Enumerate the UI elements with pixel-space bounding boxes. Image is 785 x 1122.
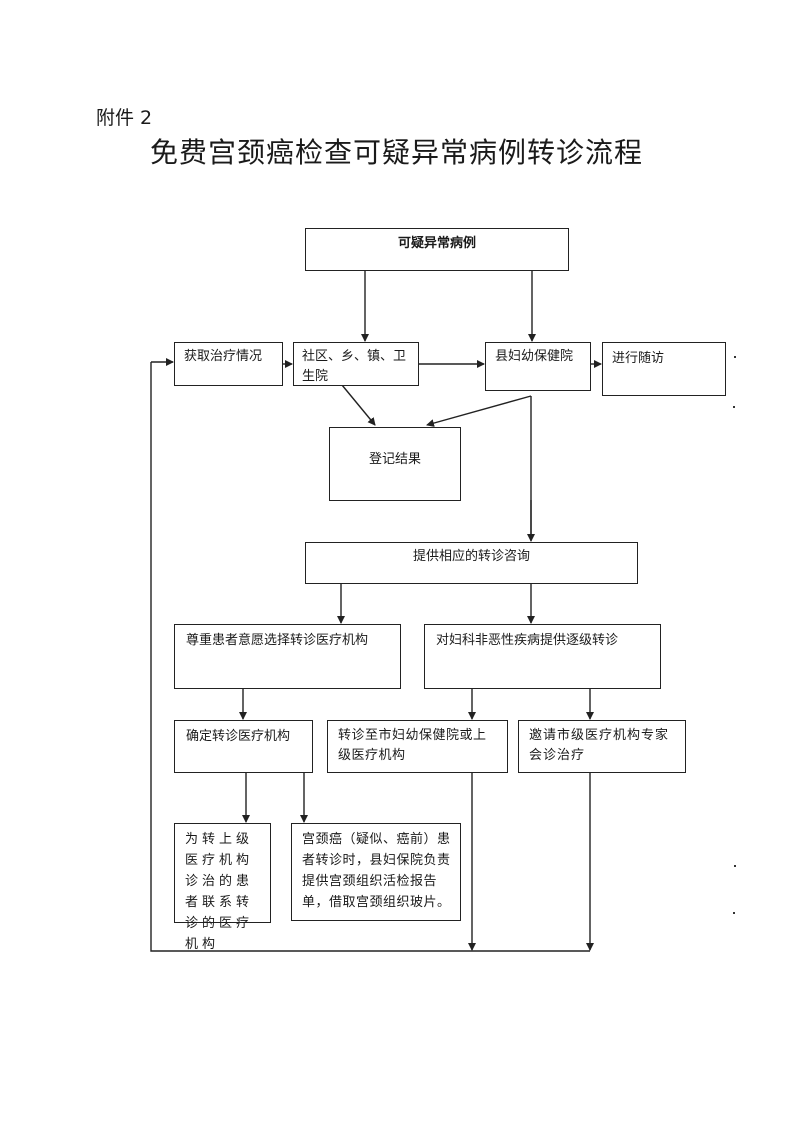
arrow-county-to-register xyxy=(426,395,532,427)
arrow-community-to-register xyxy=(341,384,376,426)
node-cancer-note: 宫颈癌（疑似、癌前）患者转诊时，县妇保院负责提供宫颈组织活检报告单，借取宫颈组织… xyxy=(291,823,461,921)
node-label: 确定转诊医疗机构 xyxy=(186,729,291,744)
node-label: 邀请市级医疗机构专家会诊治疗 xyxy=(529,728,670,763)
node-contact-institution: 为转上级医疗机构诊治的患者联系转诊的医疗机构 xyxy=(174,823,271,952)
attachment-label: 附件 2 xyxy=(96,107,153,129)
node-label: 获取治疗情况 xyxy=(184,349,263,364)
node-suspicious-case: 可疑异常病例 xyxy=(305,228,569,271)
node-label: 社区、乡、镇、卫生院 xyxy=(302,349,407,384)
node-invite-expert: 邀请市级医疗机构专家会诊治疗 xyxy=(518,720,686,773)
node-label: 进行随访 xyxy=(612,351,665,366)
scan-speck xyxy=(734,356,736,358)
node-label: 可疑异常病例 xyxy=(397,236,476,251)
node-get-treatment: 获取治疗情况 xyxy=(174,342,283,386)
node-label: 登记结果 xyxy=(368,452,421,467)
node-label: 宫颈癌（疑似、癌前）患者转诊时，县妇保院负责提供宫颈组织活检报告单，借取宫颈组织… xyxy=(302,832,451,910)
scan-speck xyxy=(734,865,736,867)
scan-speck xyxy=(733,912,735,914)
node-register-result: 登记结果 xyxy=(329,427,461,501)
node-label: 尊重患者意愿选择转诊医疗机构 xyxy=(186,633,369,648)
node-stepwise-referral: 对妇科非恶性疾病提供逐级转诊 xyxy=(424,624,661,689)
node-transfer-city: 转诊至市妇幼保健院或上级医疗机构 xyxy=(327,720,508,773)
scan-speck xyxy=(733,406,735,408)
node-label: 为转上级医疗机构诊治的患者联系转诊的医疗机构 xyxy=(185,832,254,952)
node-referral-consult: 提供相应的转诊咨询 xyxy=(305,542,638,584)
page-title: 免费宫颈癌检查可疑异常病例转诊流程 xyxy=(150,136,644,169)
node-respect-choice: 尊重患者意愿选择转诊医疗机构 xyxy=(174,624,401,689)
feedback-loop-line xyxy=(150,362,590,952)
node-follow-up: 进行随访 xyxy=(602,342,726,396)
node-label: 转诊至市妇幼保健院或上级医疗机构 xyxy=(338,728,487,763)
node-county-mch: 县妇幼保健院 xyxy=(485,342,591,391)
node-determine-institution: 确定转诊医疗机构 xyxy=(174,720,313,773)
node-label: 县妇幼保健院 xyxy=(495,349,574,364)
node-label: 提供相应的转诊咨询 xyxy=(412,549,530,564)
node-label: 对妇科非恶性疾病提供逐级转诊 xyxy=(436,633,619,648)
node-community-clinic: 社区、乡、镇、卫生院 xyxy=(293,342,419,386)
